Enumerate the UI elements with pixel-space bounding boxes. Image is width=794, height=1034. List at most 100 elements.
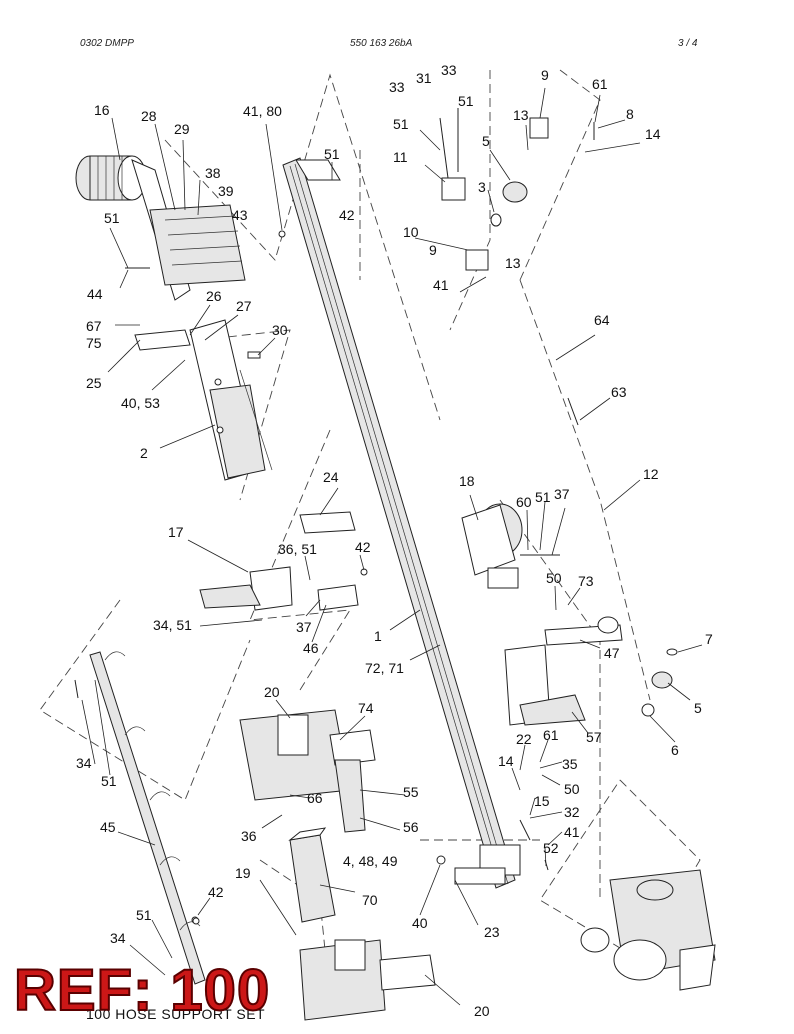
hose-drum-assembly: [75, 155, 246, 301]
callout-3: 3: [478, 179, 486, 195]
callout-36: 36: [241, 828, 257, 844]
callout-labels: 16 28 29 41, 80 51 42 38 39 43 51 44 26 …: [76, 62, 713, 1019]
callout-17: 17: [168, 524, 184, 540]
callout-34-51: 34, 51: [153, 617, 192, 633]
carriage-assembly: [134, 319, 273, 481]
callout-51d: 51: [393, 116, 409, 132]
callout-9b: 9: [429, 242, 437, 258]
callout-51: 51: [324, 146, 340, 162]
callout-42c: 42: [208, 884, 224, 900]
callout-51e: 51: [535, 489, 551, 505]
callout-40: 40: [412, 915, 428, 931]
callout-22: 22: [516, 731, 532, 747]
callout-39: 39: [218, 183, 234, 199]
callout-63: 63: [611, 384, 627, 400]
callout-20b: 20: [474, 1003, 490, 1019]
callout-60: 60: [516, 494, 532, 510]
callout-29: 29: [174, 121, 190, 137]
nozzle-assembly: [580, 869, 716, 991]
callout-42b: 42: [355, 539, 371, 555]
callout-42: 42: [339, 207, 355, 223]
callout-23: 23: [484, 924, 500, 940]
drawing-caption: 100 HOSE SUPPORT SET: [86, 1006, 266, 1022]
callout-7: 7: [705, 631, 713, 647]
callout-15: 15: [534, 793, 550, 809]
callout-41: 41: [433, 277, 449, 293]
leader-lines: [81, 87, 703, 1006]
callout-14: 14: [645, 126, 661, 142]
callout-5: 5: [482, 133, 490, 149]
part-number: 550 163 26bA: [350, 38, 413, 49]
callout-16: 16: [94, 102, 110, 118]
callout-32: 32: [564, 804, 580, 820]
doc-code: 0302 DMPP: [80, 38, 134, 49]
callout-46: 46: [303, 640, 319, 656]
bracket-47-57: [504, 616, 678, 726]
callout-5b: 5: [694, 700, 702, 716]
callout-66: 66: [307, 790, 323, 806]
callout-2: 2: [140, 445, 148, 461]
callout-55: 55: [403, 784, 419, 800]
callout-31: 31: [416, 70, 432, 86]
callout-6: 6: [671, 742, 679, 758]
callout-10: 10: [403, 224, 419, 240]
callout-12: 12: [643, 466, 659, 482]
callout-72-71: 72, 71: [365, 660, 404, 676]
callout-24: 24: [323, 469, 339, 485]
callout-50b: 50: [564, 781, 580, 797]
callout-19: 19: [235, 865, 251, 881]
callout-20: 20: [264, 684, 280, 700]
callout-64: 64: [594, 312, 610, 328]
callout-4-48-49: 4, 48, 49: [343, 853, 398, 869]
callout-37: 37: [296, 619, 312, 635]
callout-45: 45: [100, 819, 116, 835]
callout-73: 73: [578, 573, 594, 589]
callout-9: 9: [541, 67, 549, 83]
callout-75: 75: [86, 335, 102, 351]
callout-43: 43: [232, 207, 248, 223]
motor-assembly: [461, 503, 560, 589]
callout-41b: 41: [564, 824, 580, 840]
callout-26: 26: [206, 288, 222, 304]
callout-14b: 14: [498, 753, 514, 769]
callout-25: 25: [86, 375, 102, 391]
upper-pulley-assembly: [439, 108, 595, 426]
callout-74: 74: [358, 700, 374, 716]
callout-50: 50: [546, 570, 562, 586]
callout-67: 67: [86, 318, 102, 334]
callout-51c: 51: [458, 93, 474, 109]
callout-57: 57: [586, 729, 602, 745]
callout-28: 28: [141, 108, 157, 124]
callout-33b: 33: [441, 62, 457, 78]
main-rail: [282, 157, 521, 889]
callout-61: 61: [592, 76, 608, 92]
callout-38: 38: [205, 165, 221, 181]
callout-56: 56: [403, 819, 419, 835]
hose-clamp-lower: [299, 939, 436, 1021]
callout-13b: 13: [505, 255, 521, 271]
callout-70: 70: [362, 892, 378, 908]
callout-51g: 51: [136, 907, 152, 923]
ref-stamp: REF: 100: [13, 958, 271, 1023]
page-number: 3 / 4: [678, 38, 698, 49]
callout-61b: 61: [543, 727, 559, 743]
callout-37b: 37: [554, 486, 570, 502]
callout-27: 27: [236, 298, 252, 314]
callout-52: 52: [543, 840, 559, 856]
callout-1: 1: [374, 628, 382, 644]
bracket-assembly: [199, 511, 359, 611]
callout-11: 11: [393, 149, 408, 165]
callout-35: 35: [562, 756, 578, 772]
callout-44: 44: [87, 286, 103, 302]
callout-51f: 51: [101, 773, 117, 789]
callout-13: 13: [513, 107, 529, 123]
callout-30: 30: [272, 322, 288, 338]
callout-33: 33: [389, 79, 405, 95]
hose-support-arm: [74, 651, 206, 985]
callout-34b: 34: [110, 930, 126, 946]
callout-36-51: 36, 51: [278, 541, 317, 557]
callout-34: 34: [76, 755, 92, 771]
callout-8: 8: [626, 106, 634, 122]
misc-parts: [192, 230, 549, 925]
